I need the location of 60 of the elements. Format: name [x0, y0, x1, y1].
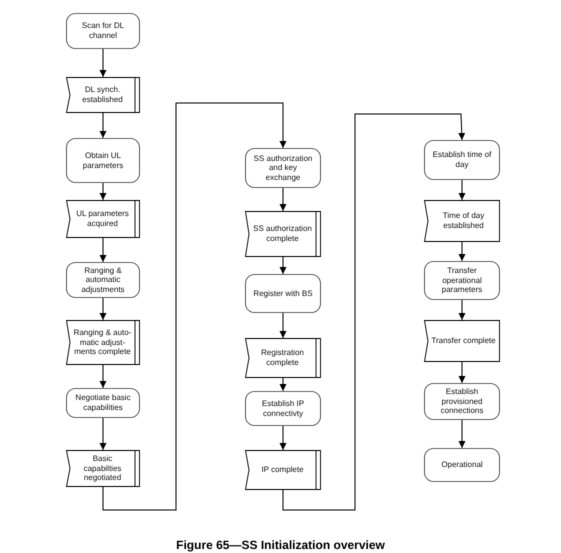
node-text: Register with BS: [253, 288, 313, 298]
process-box: [245, 391, 321, 426]
process-box: [66, 138, 140, 183]
state-box: [66, 77, 140, 113]
arrow: [280, 188, 286, 212]
node-text: Establish time of day: [432, 150, 492, 170]
process-box: [245, 148, 321, 188]
arrow: [458, 242, 466, 262]
arrow: [458, 420, 466, 448]
arrow: [100, 48, 106, 78]
process-box: [424, 140, 500, 180]
arrow: [282, 114, 466, 510]
node-text: UL parameters acquired: [75, 209, 130, 229]
process-box: [424, 383, 500, 420]
process-box: [66, 13, 140, 49]
arrow: [100, 182, 106, 200]
node-text: Establish IP connectivty: [260, 398, 306, 418]
node-text: Negotiate basic capabilities: [74, 393, 132, 413]
state-box: [424, 320, 500, 362]
arrow: [100, 298, 106, 320]
state-box: [66, 200, 140, 238]
node-text: Operational: [441, 460, 483, 470]
state-box: [66, 320, 140, 365]
node-text: Ranging & auto- matic adjust- ments complete: [73, 328, 132, 357]
state-box: [245, 211, 321, 257]
node-text: Basic capabilties negotiated: [82, 454, 122, 483]
node-text: Transfer complete: [431, 336, 496, 346]
arrow: [102, 102, 286, 510]
state-box: [245, 338, 321, 378]
process-box: [66, 262, 140, 298]
arrow: [100, 112, 106, 138]
arrow: [280, 312, 286, 338]
state-box: [245, 450, 321, 490]
arrow: [458, 180, 466, 200]
node-text: IP complete: [261, 465, 304, 475]
node-text: Time of day established: [442, 211, 486, 231]
process-box: [66, 388, 140, 418]
process-box: [424, 261, 500, 300]
arrow: [280, 426, 286, 450]
arrow: [100, 418, 106, 450]
arrow: [280, 378, 286, 392]
node-text: Ranging & automatic adjustments: [80, 266, 126, 294]
node-text: DL synch. established: [81, 85, 124, 105]
node-text: SS authorization complete: [252, 224, 313, 244]
figure-caption: Figure 65—SS Initialization overview: [175, 538, 386, 552]
arrow: [100, 238, 106, 262]
node-text: Obtain UL parameters: [82, 150, 124, 170]
process-box: [245, 274, 321, 313]
arrow: [280, 256, 286, 274]
node-text: Transfer operational parameters: [440, 266, 484, 295]
node-text: Establish provisioned connections: [440, 387, 484, 416]
node-text: Scan for DL channel: [80, 21, 126, 41]
arrow: [100, 364, 106, 388]
state-box: [66, 450, 140, 487]
arrow: [458, 300, 466, 320]
arrow: [458, 362, 466, 384]
state-box: [424, 200, 500, 242]
node-text: Registration complete: [260, 348, 305, 368]
node-text: SS authorization and key exchange: [252, 154, 314, 182]
process-box: [424, 448, 500, 482]
